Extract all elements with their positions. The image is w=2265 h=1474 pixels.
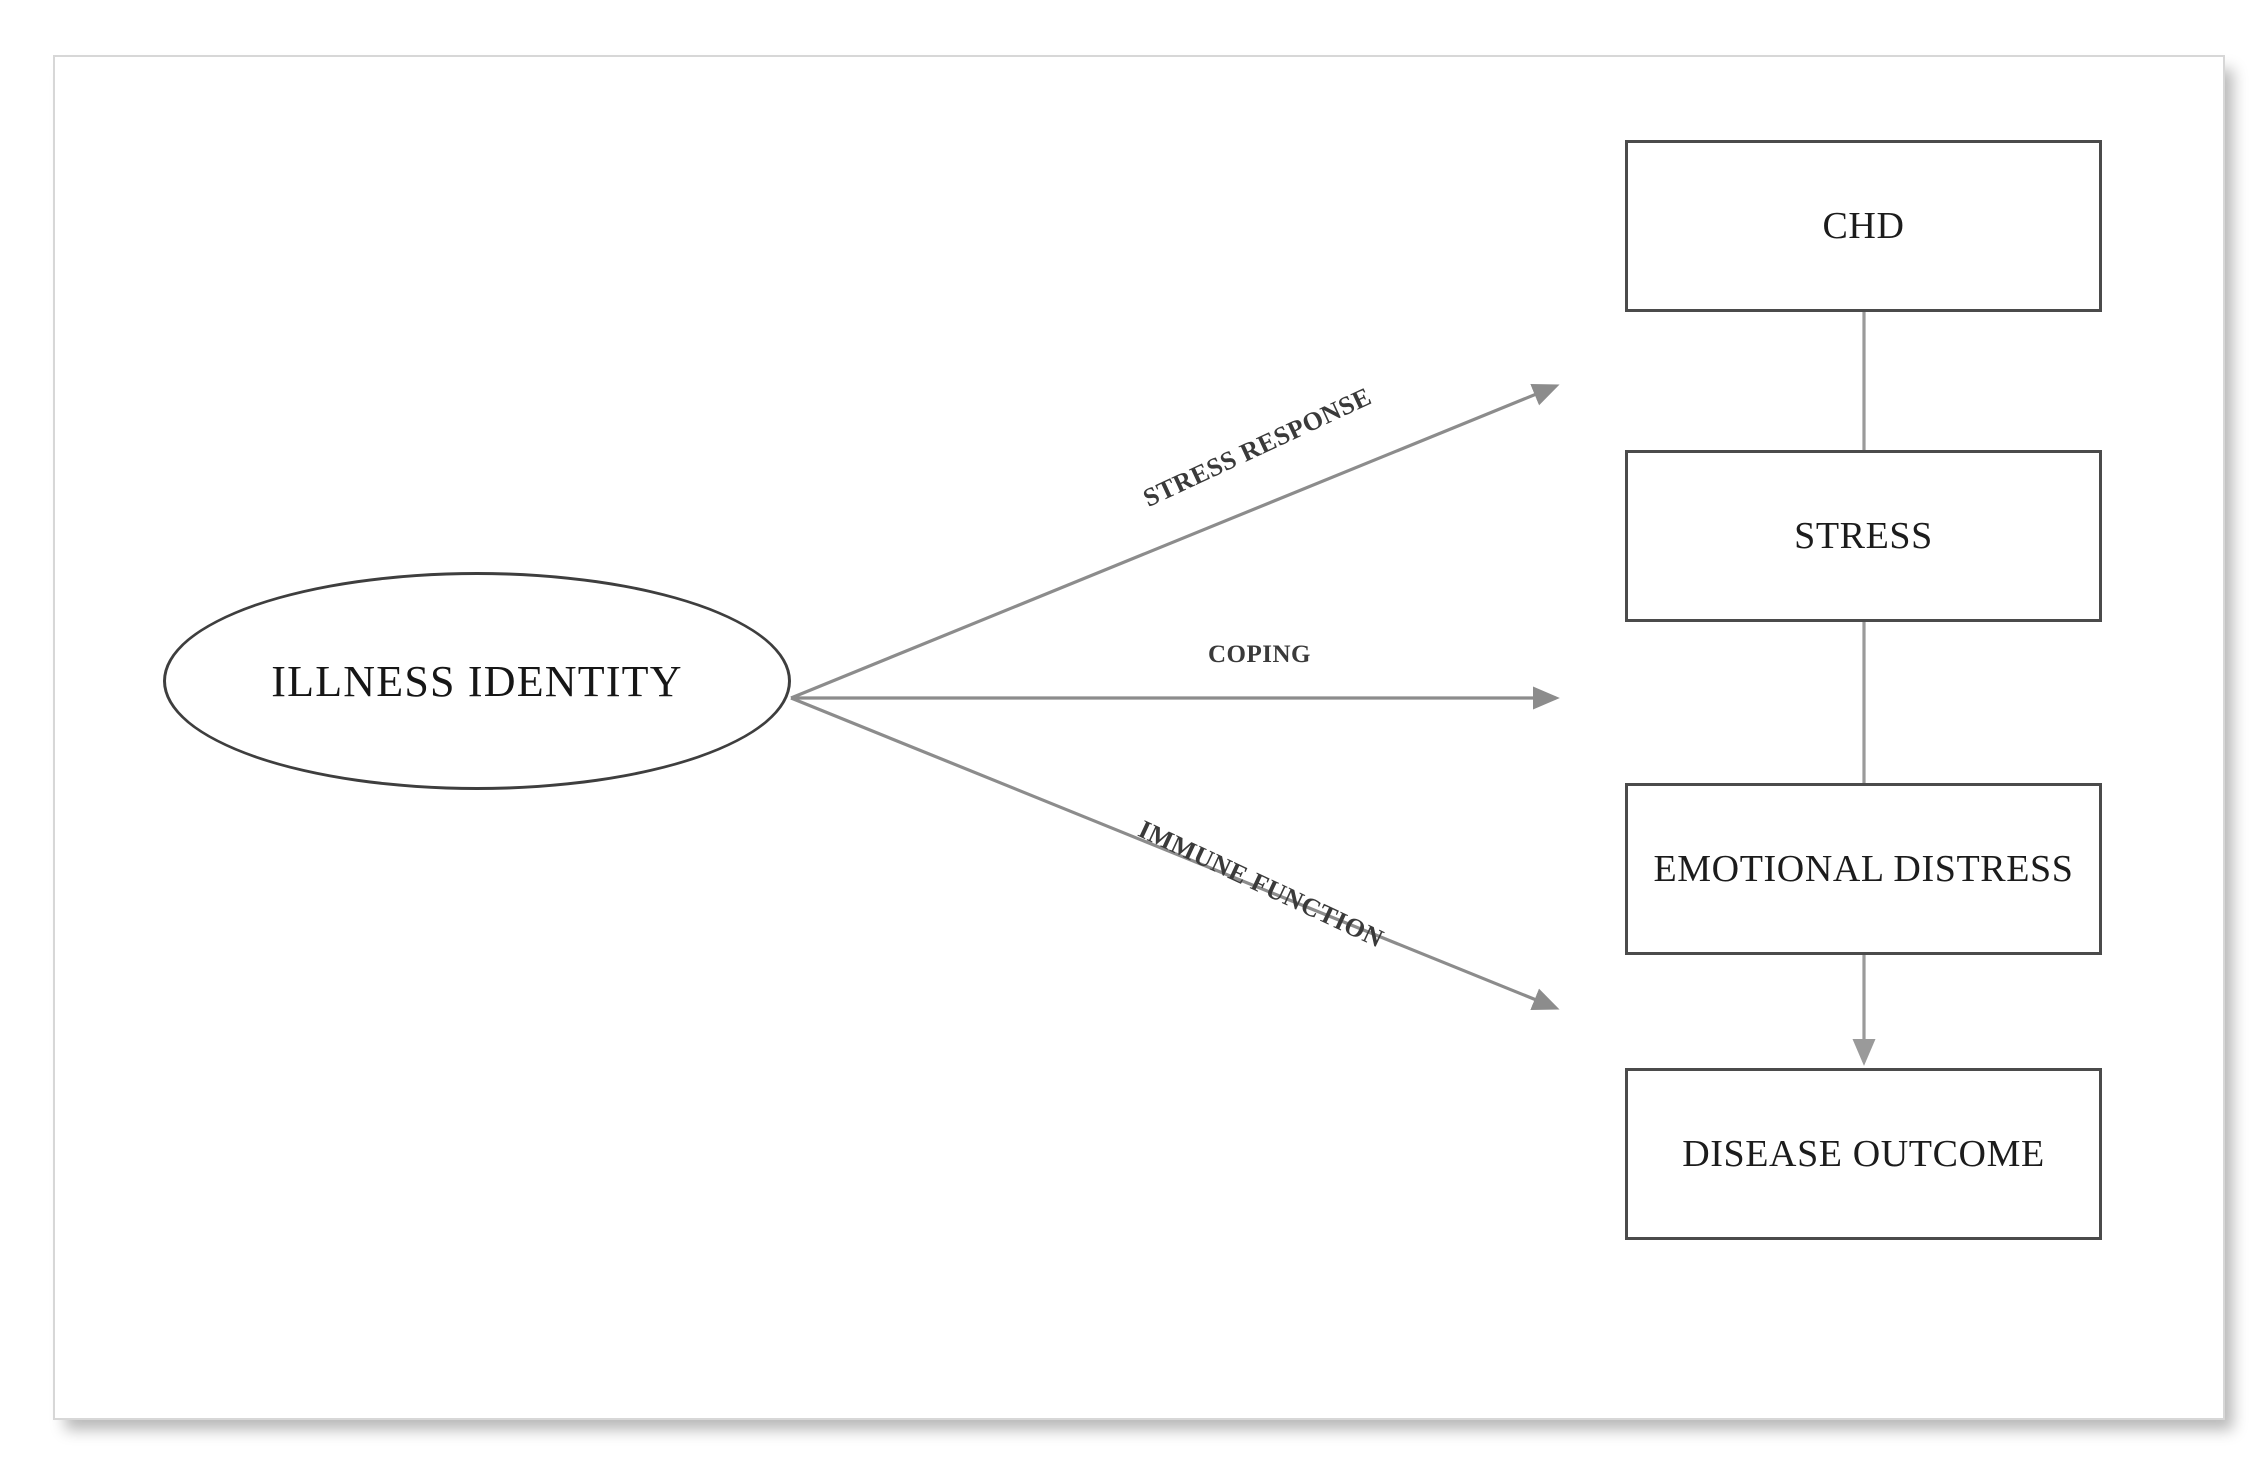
node-label-stress: STRESS — [1794, 515, 1933, 557]
node-label-illness-identity: ILLNESS IDENTITY — [271, 656, 683, 706]
node-label-chd: CHD — [1822, 205, 1905, 247]
node-stress[interactable]: STRESS — [1625, 450, 2102, 622]
node-label-disease-outcome: DISEASE OUTCOME — [1682, 1133, 2045, 1175]
connector-illness-to-immune-function — [790, 696, 1560, 1011]
node-illness-identity[interactable]: ILLNESS IDENTITY — [163, 572, 791, 790]
connector-illness-to-stress-response — [790, 384, 1560, 700]
node-disease-outcome[interactable]: DISEASE OUTCOME — [1625, 1068, 2102, 1240]
node-label-emotional-distress: EMOTIONAL DISTRESS — [1653, 848, 2074, 890]
edge-label-coping: COPING — [1208, 641, 1311, 668]
node-chd[interactable]: CHD — [1625, 140, 2102, 312]
node-emotional-distress[interactable]: EMOTIONAL DISTRESS — [1625, 783, 2102, 955]
